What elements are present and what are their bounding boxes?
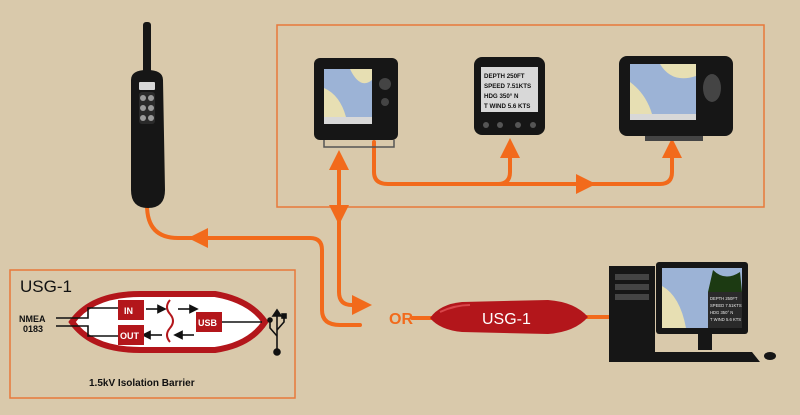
instrument-readout: DEPTH 250FT SPEED 7.51KTS HDG 350° N T W…: [484, 73, 531, 110]
inset-nmea-label-2: 0183: [23, 324, 43, 334]
inset-usb-block: [196, 312, 222, 332]
inset-barrier-label: 1.5kV Isolation Barrier: [89, 378, 195, 389]
instrument-line-heading: HDG 350° N: [484, 93, 519, 100]
radio-cable: [145, 203, 362, 327]
inset-schematic: [56, 291, 269, 353]
computer-screen-readout: DEPTH 250FT SPEED 7.51KTS HDG 350° N T W…: [710, 296, 742, 322]
instrument-display-icon: [474, 57, 545, 135]
computer-line-wind: T WIND 5.6 KTS: [710, 317, 741, 322]
vhf-radio-icon: [131, 22, 165, 208]
desktop-computer-icon: [609, 262, 776, 362]
inset-nmea-label-1: NMEA: [19, 314, 46, 324]
usb-icon: [267, 308, 287, 356]
or-label: OR: [389, 311, 413, 328]
inset-line-out-bottom: [56, 325, 118, 337]
chartplotter-icon: [314, 58, 398, 148]
inset-barrier-wave: [166, 299, 174, 343]
inset-out-label: OUT: [120, 331, 140, 341]
inset-usb-label: USB: [198, 318, 218, 328]
arrow-to-or-upper: [337, 220, 372, 315]
instrument-network-box: [276, 24, 765, 208]
inset-out-block: [118, 325, 144, 345]
usg-device-icon: [430, 300, 588, 334]
nmea-bus: [372, 138, 682, 186]
instrument-line-depth: DEPTH 250FT: [484, 73, 525, 80]
inset-title: USG-1: [20, 277, 72, 296]
chartplotter-wide-icon: [619, 56, 733, 141]
instrument-line-wind: T WIND 5.6 KTS: [484, 103, 530, 110]
bus-to-instrument: [496, 138, 520, 186]
computer-line-depth: DEPTH 250FT: [710, 296, 738, 301]
instrument-line-speed: SPEED 7.51KTS: [484, 83, 531, 90]
computer-line-speed: SPEED 7.51KTS: [710, 303, 742, 308]
wiring: [145, 138, 682, 327]
computer-line-heading: HDG 350° N: [710, 310, 733, 315]
inset-in-label: IN: [124, 306, 133, 316]
usg-inset-box: [9, 269, 296, 399]
usg-device-label: USG-1: [482, 311, 531, 328]
inset-line-in-top: [56, 307, 118, 319]
inset-in-block: [118, 300, 144, 320]
